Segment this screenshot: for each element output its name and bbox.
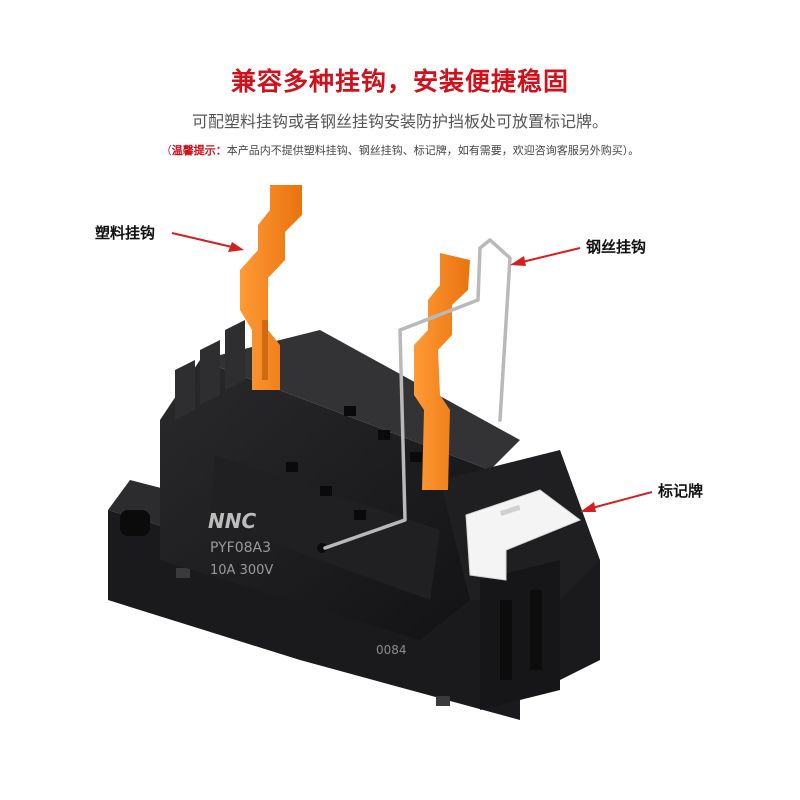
base-slot <box>176 568 190 578</box>
notice-body: 本产品内不提供塑料挂钩、钢丝挂钩、标记牌，如有需要，欢迎咨询客服另外购买）。 <box>226 144 640 157</box>
plastic-hook-left <box>240 185 302 390</box>
marker-arrow-line <box>591 491 653 509</box>
rating-text: 10A 300V <box>210 563 273 578</box>
base-slot <box>436 696 450 706</box>
terminal-block-front <box>480 560 560 710</box>
cooling-fin <box>200 340 220 405</box>
hook-anchor-hole <box>317 543 327 553</box>
pin-hole <box>286 462 298 472</box>
pin-hole <box>378 430 390 440</box>
plastic-hook-arrowhead <box>228 242 244 252</box>
notice-open: （ <box>160 144 172 157</box>
code-text: 0084 <box>376 643 407 657</box>
marker-tag <box>465 489 582 581</box>
plastic-hook-right <box>414 253 470 490</box>
cooling-fin <box>225 320 245 390</box>
notice-label: 温馨提示： <box>171 144 227 157</box>
callout-marker: 标记牌 <box>658 482 704 500</box>
steel-hook-arrowhead <box>510 256 526 266</box>
pin-hole <box>320 486 332 496</box>
notice-text: （温馨提示：本产品内不提供塑料挂钩、钢丝挂钩、标记牌，如有需要，欢迎咨询客服另外… <box>0 142 800 158</box>
brand-mark: NNC <box>208 509 256 533</box>
pin-hole <box>410 452 422 462</box>
plastic-hook-arrow-line <box>171 232 233 248</box>
callout-plastic-hook: 塑料挂钩 <box>95 224 156 242</box>
marker-slot <box>499 505 521 516</box>
pin-hole <box>354 510 366 520</box>
terminal-slot <box>530 590 542 670</box>
mount-hole <box>120 510 150 536</box>
marker-arrowhead <box>580 502 596 512</box>
pin-hole <box>344 406 356 416</box>
model-text: PYF08A3 <box>210 540 271 556</box>
page-title: 兼容多种挂钩，安装便捷稳固 <box>230 67 569 96</box>
steel-hook-arrow-line <box>521 247 581 263</box>
cooling-fin <box>175 360 195 420</box>
steel-wire-hook <box>323 238 512 550</box>
page-subtitle: 可配塑料挂钩或者钢丝挂钩安装防护挡板处可放置标记牌。 <box>191 112 608 131</box>
terminal-slot <box>500 600 512 680</box>
callout-steel-hook: 钢丝挂钩 <box>586 238 647 256</box>
